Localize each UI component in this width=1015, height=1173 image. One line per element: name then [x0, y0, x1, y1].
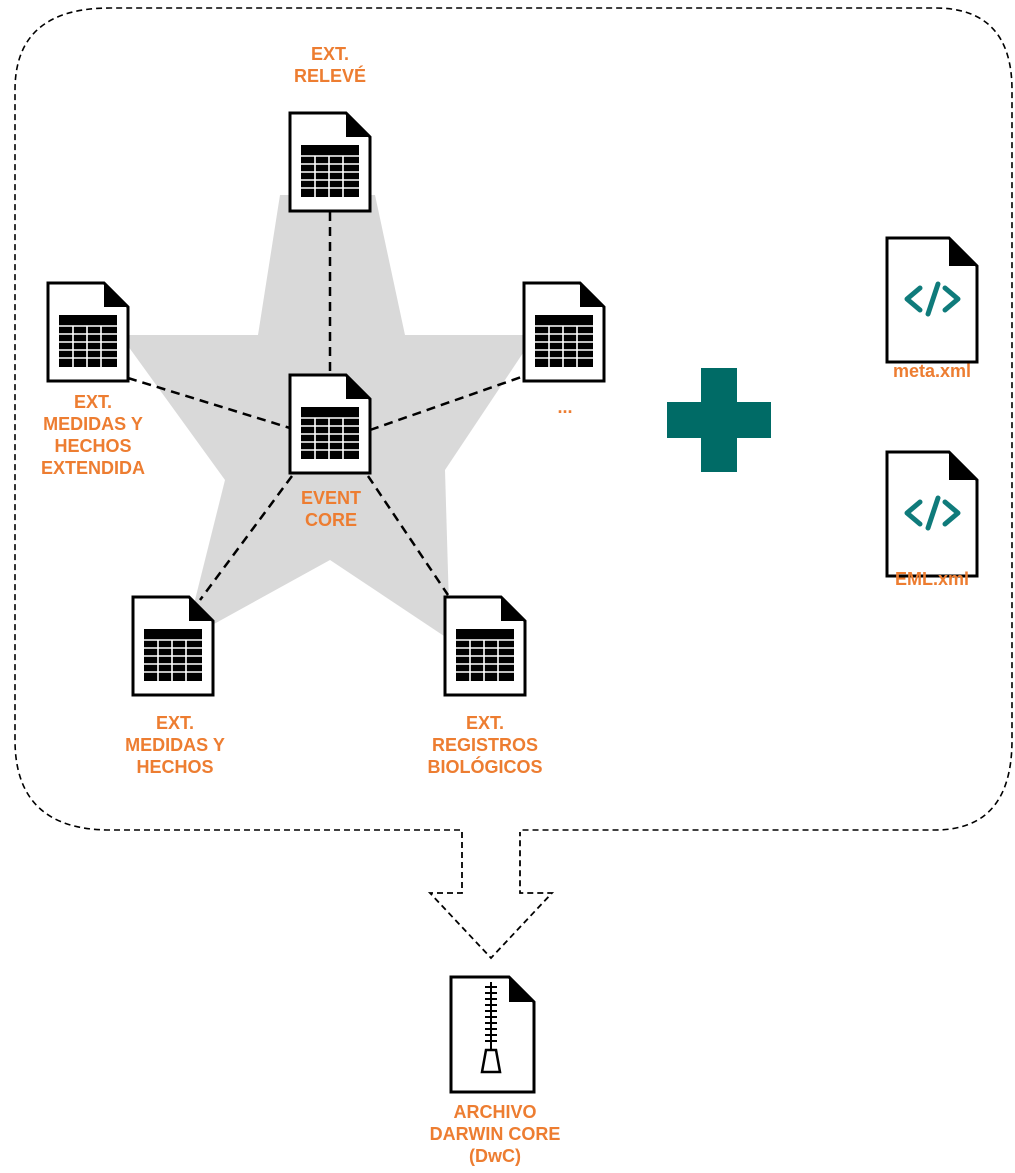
meta-xml-code-file-icon: [887, 238, 977, 362]
eml-xml-code-file-icon: [887, 452, 977, 576]
releve-label: EXT.RELEVÉ: [293, 44, 367, 86]
connector-core-measurements: [198, 475, 294, 601]
releve-table-file-icon: [288, 111, 372, 213]
meta-xml-label: meta.xml: [892, 361, 972, 381]
connector-core-extended: [127, 376, 291, 430]
other-label: ...: [557, 397, 573, 417]
occurrences-table-file-icon: [443, 595, 527, 697]
output-arrow: [427, 832, 555, 960]
package-boundary: [14, 7, 1013, 831]
core-table-file-icon: [288, 373, 372, 475]
extended-table-file-icon: [46, 281, 130, 383]
other-table-file-icon: [522, 281, 606, 383]
zip-file-icon: [449, 975, 536, 1094]
connectors: [127, 212, 528, 601]
connector-core-occurrences: [366, 475, 450, 596]
connector-core-other: [369, 373, 528, 432]
eml-xml-label: EML.xml: [894, 569, 969, 589]
occurrences-label: EXT.REGISTROS BIOLÓGICOS: [427, 713, 543, 777]
measurements-label: EXT.MEDIDAS Y HECHOS: [125, 713, 225, 777]
measurements-table-file-icon: [131, 595, 215, 697]
plus-icon: [667, 368, 771, 472]
